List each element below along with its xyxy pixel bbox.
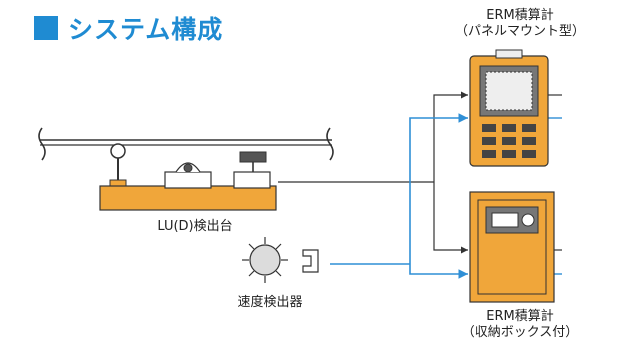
erm-box-device	[469, 191, 555, 303]
erm-box-label-line1: ERM積算計	[486, 309, 554, 324]
lu-station-base	[99, 151, 277, 211]
lu-station-label: LU(D)検出台	[157, 219, 233, 234]
erm-box-label-line2: （収納ボックス付）	[461, 325, 579, 340]
erm-panel-label-line1: ERM積算計	[486, 8, 554, 23]
title-text: システム構成	[68, 15, 224, 44]
erm-panel-mount-device	[469, 49, 549, 167]
erm-panel-label-line2: （パネルマウント型）	[454, 24, 585, 39]
conveyor-belt	[38, 127, 334, 161]
signal-wires	[278, 91, 562, 279]
erm-panel-label: ERM積算計 （パネルマウント型）	[430, 8, 610, 40]
roller-icon	[109, 143, 127, 189]
speed-detector-icon	[242, 237, 319, 283]
section-title: システム構成	[34, 10, 223, 46]
speed-detector-label: 速度検出器	[237, 295, 303, 310]
title-square-icon	[34, 16, 58, 40]
erm-box-label: ERM積算計 （収納ボックス付）	[430, 309, 610, 341]
